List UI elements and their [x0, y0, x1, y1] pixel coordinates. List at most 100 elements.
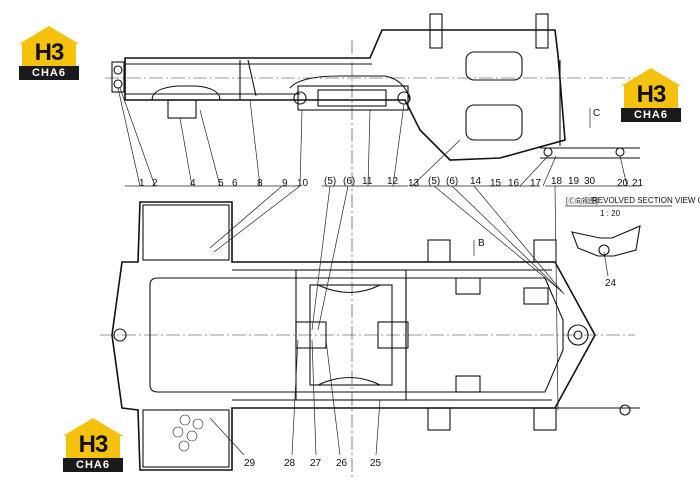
leader-29 [209, 417, 245, 456]
logo-box [624, 84, 678, 108]
callout-9: 9 [282, 178, 288, 189]
callout-1: 1 [139, 178, 145, 189]
axle-hub-right [377, 321, 409, 349]
top-callouts: 1 2 4 5 6 8 9 10 (5) (6) 11 12 13 (5) (6… [117, 87, 644, 189]
callout-p6-b: (6) [446, 176, 458, 187]
view-b-label: B [478, 238, 485, 249]
hitch-pin-bottom [113, 79, 123, 89]
logo-monogram: H3 [34, 39, 65, 66]
brand-logo-right: H3 CHA6 [618, 68, 684, 124]
axle-arc-bottom [317, 377, 381, 386]
leader-p6-a [317, 185, 349, 331]
fuel-tank-top [151, 85, 221, 101]
axle-hub-left [295, 321, 327, 349]
axle-arc-top [317, 284, 381, 293]
callout-30: 30 [584, 176, 596, 187]
callout-6: 6 [232, 178, 238, 189]
revolved-section-view: [Ⓒ向视图] REVOLVED SECTION VIEW C 1 : 20 24 [565, 196, 700, 289]
logo-roof [621, 68, 681, 86]
callout-16: 16 [508, 178, 520, 189]
leader-16 [519, 155, 549, 187]
bottom-callouts: 29 28 27 26 25 [209, 339, 382, 469]
leader-p5-b [433, 185, 561, 291]
leader-p5-a [311, 185, 331, 331]
callout-12: 12 [387, 176, 399, 187]
rear-hitch-ring [567, 324, 589, 346]
bracket-3 [523, 287, 549, 305]
brand-logo-bottom-left: H3 CHA6 [60, 418, 126, 474]
mount-block-2 [533, 239, 557, 263]
callout-8: 8 [257, 178, 263, 189]
hitch-pin-top [113, 65, 123, 75]
tank-bracket [167, 99, 197, 119]
leader-21 [619, 155, 628, 187]
leader-18 [554, 185, 559, 411]
leader-2 [119, 87, 156, 187]
axle-housing [297, 85, 409, 111]
logo-monogram: H3 [78, 431, 109, 458]
axle-inner [317, 89, 387, 107]
callout-20: 20 [617, 178, 629, 189]
callout-p5-b: (5) [428, 176, 440, 187]
vent-hole-4 [186, 430, 198, 442]
front-side-plate-top [142, 204, 230, 261]
callout-28: 28 [284, 458, 296, 469]
bracket-1 [455, 277, 481, 295]
logo-wordmark: CHA6 [19, 66, 79, 80]
leader-8 [249, 99, 261, 187]
wheel-hub-left [293, 91, 307, 105]
section-bracket [571, 225, 641, 257]
callout-15: 15 [490, 178, 502, 189]
callout-19: 19 [568, 176, 580, 187]
leader-10b [213, 185, 301, 253]
leader-13 [411, 139, 461, 187]
leader-p6-b [451, 185, 563, 293]
callout-21: 21 [632, 178, 644, 189]
bracket-2 [455, 375, 481, 393]
side-beam-outline [124, 29, 566, 161]
axle-inner-frame [309, 284, 393, 386]
callout-27: 27 [310, 458, 322, 469]
leader-24 [603, 251, 609, 277]
leader-1 [117, 87, 141, 187]
vent-hole-5 [178, 440, 190, 452]
section-view-cn: [Ⓒ向视图] [566, 196, 598, 205]
logo-wordmark: CHA6 [621, 108, 681, 122]
leader-25 [375, 399, 381, 456]
plan-drawbar-eye [619, 404, 631, 416]
vent-hole-1 [179, 414, 191, 426]
leader-27 [311, 339, 317, 456]
rear-hitch-center [573, 330, 583, 340]
leader-28 [291, 339, 299, 456]
logo-monogram: H3 [636, 81, 667, 108]
callout-25: 25 [370, 458, 382, 469]
callout-11: 11 [362, 176, 373, 187]
callout-29: 29 [244, 458, 256, 469]
mount-block-3 [427, 407, 451, 431]
side-opening-lower [465, 104, 523, 141]
mount-block-1 [427, 239, 451, 263]
section-pin [598, 244, 610, 256]
upright-post-2 [535, 13, 549, 49]
callout-24: 24 [605, 278, 617, 289]
callout-4: 4 [190, 178, 196, 189]
leader-17 [542, 155, 557, 187]
callout-10: 10 [297, 178, 309, 189]
logo-roof [63, 418, 123, 436]
logo-box [66, 434, 120, 458]
upright-post-1 [429, 13, 443, 49]
vent-hole-2 [192, 418, 204, 430]
leader-5 [199, 109, 221, 187]
drawbar-pin-2 [615, 147, 625, 157]
leader-11 [367, 109, 371, 187]
leader-26 [325, 339, 341, 456]
chassis-outline [111, 201, 596, 471]
callout-p5-a: (5) [324, 176, 336, 187]
drawbar-pin-1 [543, 147, 553, 157]
callout-17: 17 [530, 178, 542, 189]
mount-block-4 [533, 407, 557, 431]
leader-9 [209, 185, 283, 249]
callout-2: 2 [152, 178, 158, 189]
